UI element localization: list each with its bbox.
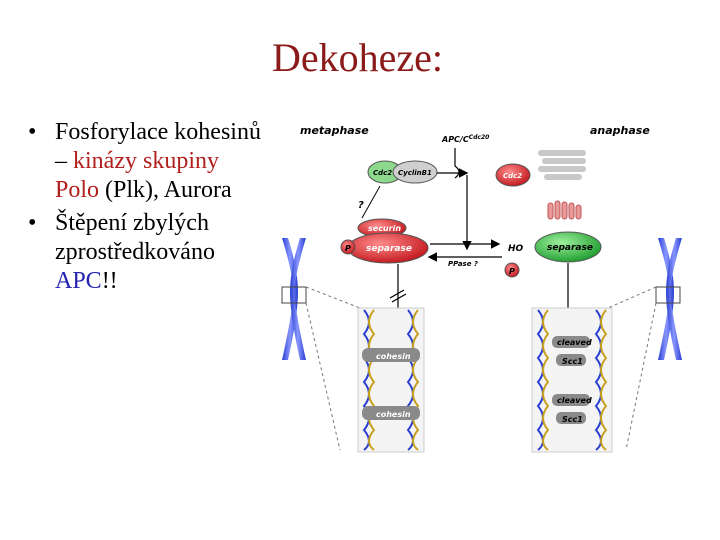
label-separase-right: separase xyxy=(547,243,593,253)
label-separase-left: separase xyxy=(366,244,412,254)
dna-panel-cleaved: cleaved Scc1 cleaved Scc1 xyxy=(531,307,613,453)
label-apc: APC/CCdc20 xyxy=(441,134,489,144)
cdc2-cyclin-complex: Cdc2 CyclinB1 xyxy=(367,160,438,184)
chromosome-left xyxy=(281,238,307,360)
label-securin: securin xyxy=(368,224,401,233)
bullet-2-text-b: APC xyxy=(55,268,102,294)
degraded-securin-icon xyxy=(547,200,582,220)
label-anaphase: anaphase xyxy=(590,124,650,137)
degraded-cyclin-icon xyxy=(538,150,586,180)
cdc2-right-ellipse xyxy=(495,163,531,187)
label-p-right: P xyxy=(509,267,515,276)
dna-panel-cohesin: cohesin cohesin xyxy=(357,307,425,453)
label-metaphase: metaphase xyxy=(300,124,369,137)
label-cleaved-2: cleaved xyxy=(557,396,592,405)
label-question: ? xyxy=(358,200,364,211)
bullet-1-text-b: kinázy skupiny Polo xyxy=(55,148,219,203)
label-cdc2: Cdc2 xyxy=(373,169,392,177)
bullet-dot: • xyxy=(28,210,37,236)
question-arrow xyxy=(361,185,381,219)
label-p-left: P xyxy=(345,244,351,253)
label-cohesin-2: cohesin xyxy=(376,410,411,419)
zoom-guides xyxy=(305,286,657,451)
label-cleaved-1: cleaved xyxy=(557,338,592,347)
label-scc1-2: Scc1 xyxy=(562,415,583,424)
label-ppase: PPase ? xyxy=(448,260,478,268)
label-cdc2-right: Cdc2 xyxy=(503,172,522,180)
label-scc1-1: Scc1 xyxy=(562,357,583,366)
bullet-2-text-a: Štěpení zbylých zprostředkováno xyxy=(55,210,215,265)
label-cohesin-1: cohesin xyxy=(376,352,411,361)
bullet-dot: • xyxy=(28,119,37,145)
bullet-1-text-c: (Plk), Aurora xyxy=(99,177,232,203)
bullet-list: • Fosforylace kohesinů – kinázy skupiny … xyxy=(28,118,263,300)
active-separase: HO separase P xyxy=(504,231,602,278)
label-cyclinb1: CyclinB1 xyxy=(398,169,432,177)
securin-separase-complex: securin separase P xyxy=(340,218,429,264)
dekoheze-diagram: metaphase anaphase APC/CCdc20 Cdc2 Cycli… xyxy=(281,124,682,453)
bullet-item-1: • Fosforylace kohesinů – kinázy skupiny … xyxy=(28,118,263,205)
label-ho: HO xyxy=(508,244,524,254)
bullet-2-text-c: !! xyxy=(101,268,118,294)
bullet-item-2: • Štěpení zbylých zprostředkováno APC!! xyxy=(28,209,263,296)
bullet-1-text-a: Fosforylace kohesinů – xyxy=(55,119,261,174)
chromosome-right xyxy=(655,238,682,360)
